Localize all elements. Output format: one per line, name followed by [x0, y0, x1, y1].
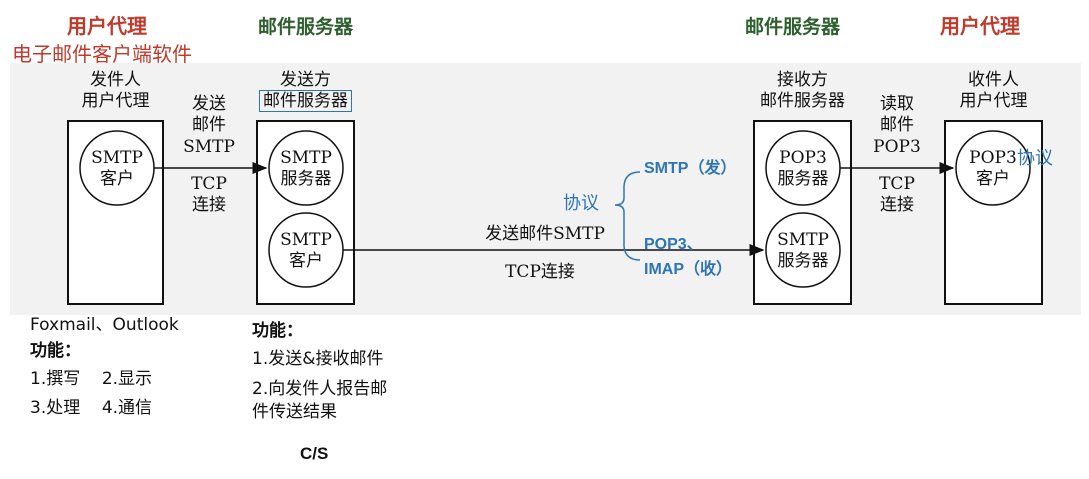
middle-send-mail-smtp: 发送邮件SMTP — [485, 224, 605, 244]
send-mail-line1: 发送 — [192, 94, 226, 114]
send-mail-label: 发送 邮件 SMTP — [176, 94, 242, 158]
send-mail-line2: 邮件 — [192, 115, 226, 136]
protocol-label: 协议 — [563, 193, 599, 214]
left-notes: Foxmail、Outlook 功能： 1.撰写 2.显示 3.处理 4.通信 — [30, 314, 179, 421]
protocol-right-label: 协议 — [1017, 148, 1053, 169]
sender-agent-title-line1: 发件人 — [90, 70, 141, 90]
left-functions-title: 功能： — [30, 340, 81, 361]
protocol-imap-receive: IMAP（收） — [644, 261, 733, 278]
tcp-connection-left: TCP 连接 — [176, 174, 242, 217]
recv-agent-title: 收件人 用户代理 — [945, 70, 1042, 113]
send-bot-circle-line1: SMTP — [280, 230, 332, 250]
tcp-right-line2: 连接 — [880, 195, 914, 216]
sender-circle-line2: 客户 — [100, 169, 134, 190]
recv-agent-title-line2: 用户代理 — [959, 91, 1028, 112]
send-top-circle-line2: 服务器 — [280, 169, 332, 190]
send-mail-line3: SMTP — [183, 136, 235, 157]
left-user-agent-label: 用户代理 — [67, 16, 147, 38]
sender-circle-line1: SMTP — [91, 148, 143, 168]
recv-server-title: 接收方 邮件服务器 — [742, 70, 863, 113]
recv-agent-title-line1: 收件人 — [968, 70, 1019, 90]
sender-smtp-client-text: SMTP 客户 — [80, 148, 154, 191]
protocol-smtp-send: SMTP（发） — [644, 160, 737, 177]
recv-bot-circle-line1: SMTP — [777, 230, 829, 250]
left-functions-line1: 1.撰写 2.显示 — [30, 368, 153, 389]
read-mail-line2: 邮件 — [880, 115, 914, 136]
middle-tcp-connection: TCP连接 — [505, 262, 575, 282]
recv-smtp-server-circle — [765, 212, 841, 288]
background-panel — [10, 63, 1081, 315]
read-mail-label: 读取 邮件 POP3 — [864, 94, 930, 158]
protocol-pop3: POP3、 — [644, 236, 703, 253]
send-smtp-server-text: SMTP 服务器 — [269, 148, 343, 191]
recv-top-circle-line1: POP3 — [779, 148, 827, 168]
left-functions-line2: 3.处理 4.通信 — [30, 398, 153, 419]
mid-functions-line1: 1.发送&接收邮件 — [252, 348, 384, 369]
recv-smtp-server-text: SMTP 服务器 — [766, 230, 840, 273]
send-server-title-line2: 邮件服务器 — [259, 90, 352, 113]
tcp-left-line2: 连接 — [192, 195, 226, 216]
right-user-agent-label: 用户代理 — [940, 16, 1020, 38]
sender-agent-title: 发件人 用户代理 — [68, 70, 163, 113]
recv-agent-circle-line2: 客户 — [976, 169, 1010, 190]
left-mail-server-label: 邮件服务器 — [258, 17, 354, 38]
send-bot-circle-line2: 客户 — [289, 251, 323, 272]
recv-top-circle-line2: 服务器 — [777, 169, 829, 190]
send-smtp-client-text: SMTP 客户 — [269, 230, 343, 273]
client-server-label: C/S — [300, 444, 329, 463]
read-mail-line3: POP3 — [873, 136, 921, 157]
mid-functions-line3: 件传送结果 — [252, 402, 337, 423]
tcp-right-line1: TCP — [879, 174, 915, 194]
middle-notes: 功能： 1.发送&接收邮件 2.向发件人报告邮 件传送结果 — [252, 320, 387, 425]
protocol-bracket — [614, 171, 641, 261]
read-mail-line1: 读取 — [880, 94, 914, 114]
send-server-title: 发送方 邮件服务器 — [245, 70, 366, 113]
recv-server-title-line2: 邮件服务器 — [760, 91, 845, 112]
send-server-title-line1: 发送方 — [280, 70, 331, 90]
tcp-connection-right: TCP 连接 — [864, 174, 930, 217]
tcp-left-line1: TCP — [191, 174, 227, 194]
sender-agent-title-line2: 用户代理 — [81, 91, 150, 112]
send-smtp-server-circle — [268, 130, 344, 206]
left-user-agent-sublabel: 电子邮件客户端软件 — [12, 44, 192, 66]
client-software-examples: Foxmail、Outlook — [30, 315, 179, 335]
recv-bot-circle-line2: 服务器 — [777, 251, 829, 272]
recv-pop3-server-text: POP3 服务器 — [766, 148, 840, 191]
right-mail-server-label: 邮件服务器 — [745, 17, 841, 38]
recv-pop3-client-circle — [955, 130, 1031, 206]
recv-agent-circle-line1: POP3 — [969, 148, 1017, 168]
send-top-circle-line1: SMTP — [280, 148, 332, 168]
recv-server-title-line1: 接收方 — [777, 70, 828, 90]
recv-pop3-client-text: POP3 客户 — [956, 148, 1030, 191]
mid-functions-line2: 2.向发件人报告邮 — [252, 378, 388, 399]
mid-functions-title: 功能： — [252, 321, 303, 341]
